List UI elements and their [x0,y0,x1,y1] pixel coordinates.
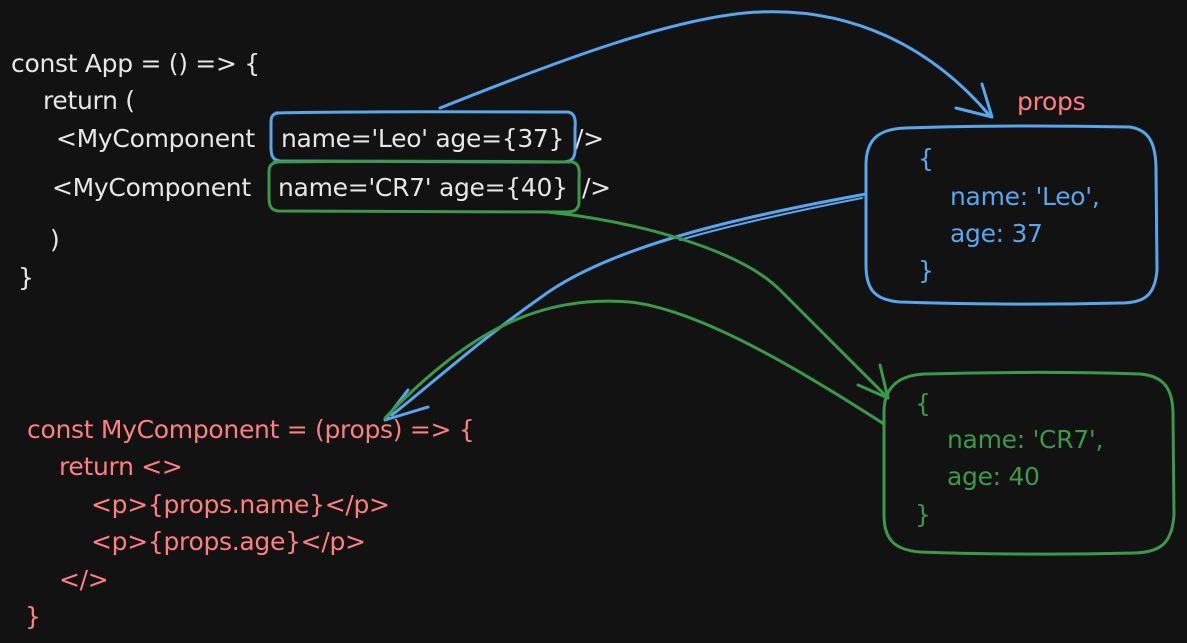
cr7-props-close-brace: } [915,500,931,529]
leo-props-box [864,124,1159,306]
app-line-3-props: name='Leo' age={37} [281,124,565,153]
component-line-3: <p>{props.name}</p> [91,490,390,519]
leo-props-name: name: 'Leo', [950,182,1100,211]
app-line-4-props: name='CR7' age={40} [278,173,568,202]
app-line-6: } [18,263,34,292]
leo-to-props-arrow [438,10,992,118]
component-line-6: } [25,602,41,631]
leo-props-to-component-arrow [390,192,868,417]
component-line-5: </> [59,565,109,594]
leo-props-open-brace: { [918,144,934,173]
app-line-1: const App = () => { [11,49,260,78]
leo-props-close-brace: } [918,256,934,285]
component-line-2: return <> [59,452,183,481]
cr7-props-to-component-arrow [383,299,886,426]
cr7-props-name: name: 'CR7', [947,425,1104,454]
component-line-1: const MyComponent = (props) => { [27,415,475,444]
cr7-props-age: age: 40 [947,462,1040,491]
app-line-4-close: /> [582,173,611,202]
app-line-2: return ( [43,86,135,115]
leo-to-props-arrowhead [954,82,994,119]
app-line-4-tag: <MyComponent [52,173,251,202]
app-line-3-close: /> [575,124,604,153]
props-label: props [1017,87,1086,116]
cr7-to-props-arrowhead [856,363,890,400]
app-line-5: ) [50,225,60,254]
leo-props-to-component-arrow-double [679,197,863,241]
component-line-4: <p>{props.age}</p> [91,527,366,556]
cr7-to-props-arrow [546,210,890,400]
app-line-3-tag: <MyComponent [56,124,255,153]
cr7-props-open-brace: { [915,389,931,418]
leo-props-age: age: 37 [950,219,1043,248]
